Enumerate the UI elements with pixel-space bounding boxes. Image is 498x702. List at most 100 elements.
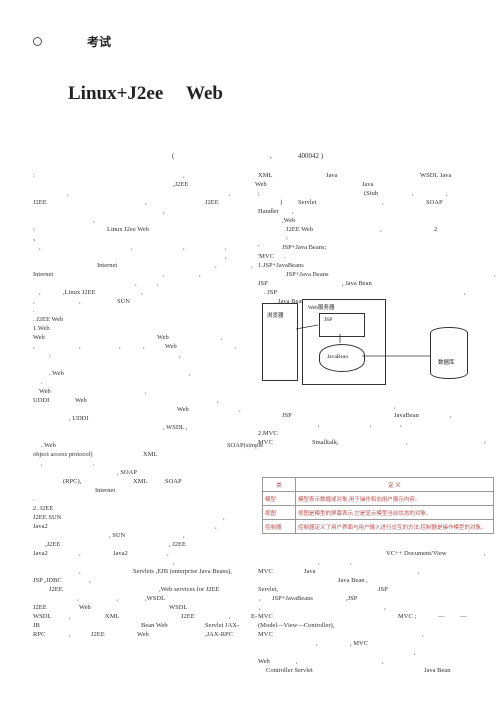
text-fragment: , <box>33 343 35 350</box>
text-fragment: , <box>79 568 81 575</box>
text-fragment: , WSDL , <box>163 424 188 431</box>
text-line: ,, <box>33 279 263 288</box>
text-fragment: , <box>215 262 217 269</box>
text-fragment: Java Bean , <box>338 577 368 584</box>
text-fragment: ,JSP <box>346 595 358 602</box>
text-fragment: J2EE SUN <box>33 514 62 521</box>
text-line: . Web, <box>33 369 263 378</box>
text-fragment: . <box>33 496 35 503</box>
text-fragment: JSP ,JDBC <box>33 577 62 584</box>
text-fragment: , <box>400 421 402 428</box>
text-line: Servlet,JSP <box>258 585 494 594</box>
text-fragment: Web <box>177 406 189 413</box>
text-fragment: , <box>464 289 466 296</box>
text-fragment: , <box>239 406 241 413</box>
mvc-table: 类 定 义 模型 模型表示数据或对象,用于操作和向用户展示内容。 视图 视图是模… <box>262 477 494 534</box>
text-fragment: , <box>173 559 175 566</box>
text-fragment: J2EE <box>181 613 195 620</box>
text-fragment: , <box>382 658 384 665</box>
text-fragment: , <box>316 640 318 647</box>
text-line: , WSDL , <box>33 423 263 432</box>
text-fragment: J2EE <box>205 199 219 206</box>
text-fragment: , <box>143 343 145 350</box>
text-fragment: ,WSDL <box>145 595 166 602</box>
text-fragment: Servlet <box>298 199 317 206</box>
text-fragment: , <box>41 460 43 467</box>
text-fragment: Smalltalk, <box>312 439 339 446</box>
text-fragment: 2 <box>434 226 438 233</box>
text-fragment: Controller Servlet <box>266 667 313 674</box>
text-fragment: , <box>446 190 448 197</box>
browser-box: 浏览器 <box>262 303 298 381</box>
text-fragment: , <box>39 244 41 251</box>
affiliation-zip: 400042 ) <box>298 152 324 160</box>
text-fragment: , <box>225 244 227 251</box>
text-fragment: ,Web <box>282 217 296 224</box>
text-fragment: Servlet JAX- <box>205 622 240 629</box>
text-fragment: ; <box>258 190 260 197</box>
text-fragment: , <box>259 604 261 611</box>
text-line: Java <box>258 180 494 189</box>
web-server-label: Web服务器 <box>308 305 335 311</box>
text-line: , UDDI <box>33 414 263 423</box>
text-line: :, <box>33 171 263 180</box>
text-fragment: XML <box>143 451 158 458</box>
text-fragment: WSDL Java <box>420 172 452 179</box>
text-line: 'JSP+Java Beans; <box>258 243 494 252</box>
text-fragment: ,J2EE <box>173 181 189 188</box>
text-fragment: , <box>318 559 320 566</box>
text-fragment: , <box>370 421 372 428</box>
text-fragment: WSDL <box>169 604 188 611</box>
text-fragment: , <box>229 613 231 620</box>
text-fragment: J2EE <box>33 199 47 206</box>
text-line: . <box>33 495 263 504</box>
text-line: ,,, <box>258 420 494 429</box>
text-fragment: , <box>79 550 81 557</box>
text-fragment: , <box>235 343 237 350</box>
table-cell: 模型 <box>262 491 296 506</box>
text-line: J2EE,J2EE <box>33 198 263 207</box>
text-fragment: Internet <box>97 262 118 269</box>
text-fragment: , <box>251 262 253 269</box>
text-line: MVC, <box>258 630 494 639</box>
text-fragment: Java <box>362 181 374 188</box>
text-fragment: ,J2EE <box>45 541 61 548</box>
text-fragment: , <box>259 595 261 602</box>
affiliation-comma: , <box>270 152 272 160</box>
text-fragment: ) <box>280 199 283 206</box>
text-line: ,Web <box>258 216 494 225</box>
text-fragment: WSDL <box>33 613 52 620</box>
text-line: ,,,, <box>33 243 263 252</box>
text-fragment: Java2 <box>113 550 128 557</box>
text-line: Internet <box>33 486 263 495</box>
text-fragment: MVC <box>258 613 273 620</box>
text-line: Handler, <box>258 207 494 216</box>
text-fragment: JSP+Java Beans <box>286 271 329 278</box>
section-badge: 考试 <box>87 35 112 49</box>
text-line: VC++ Document/View, <box>258 549 494 558</box>
text-fragment: , <box>39 289 41 296</box>
table-row: 模型 模型表示数据或对象,用于操作和向用户展示内容。 <box>262 491 494 506</box>
text-fragment: , <box>145 388 147 395</box>
text-line: 、 <box>33 234 263 243</box>
text-fragment: Java <box>326 172 338 179</box>
text-fragment: , <box>33 298 35 305</box>
table-cell: 控制器定义了用户界面与用户输入进行交互的方法;控制器是操作模型的对象。 <box>295 519 494 534</box>
text-line: (Model—View—Controller), <box>258 621 494 630</box>
web-server-box: Web服务器 JSP JavaBean <box>302 299 386 385</box>
text-fragment: Web <box>157 334 169 341</box>
jsp-label: JSP <box>324 317 333 323</box>
text-line: ,, <box>33 189 263 198</box>
text-fragment: MVC ; <box>398 613 417 620</box>
text-fragment: Web <box>255 181 267 188</box>
table-cell: 视图是模型的屏幕表示,它是显示模型当前状态的对象。 <box>295 505 494 520</box>
circle-icon <box>33 37 42 46</box>
text-fragment: Web <box>39 388 51 395</box>
text-line: 2.MVC <box>258 429 494 438</box>
text-fragment: UDDI <box>33 397 50 404</box>
text-fragment: , <box>183 244 185 251</box>
